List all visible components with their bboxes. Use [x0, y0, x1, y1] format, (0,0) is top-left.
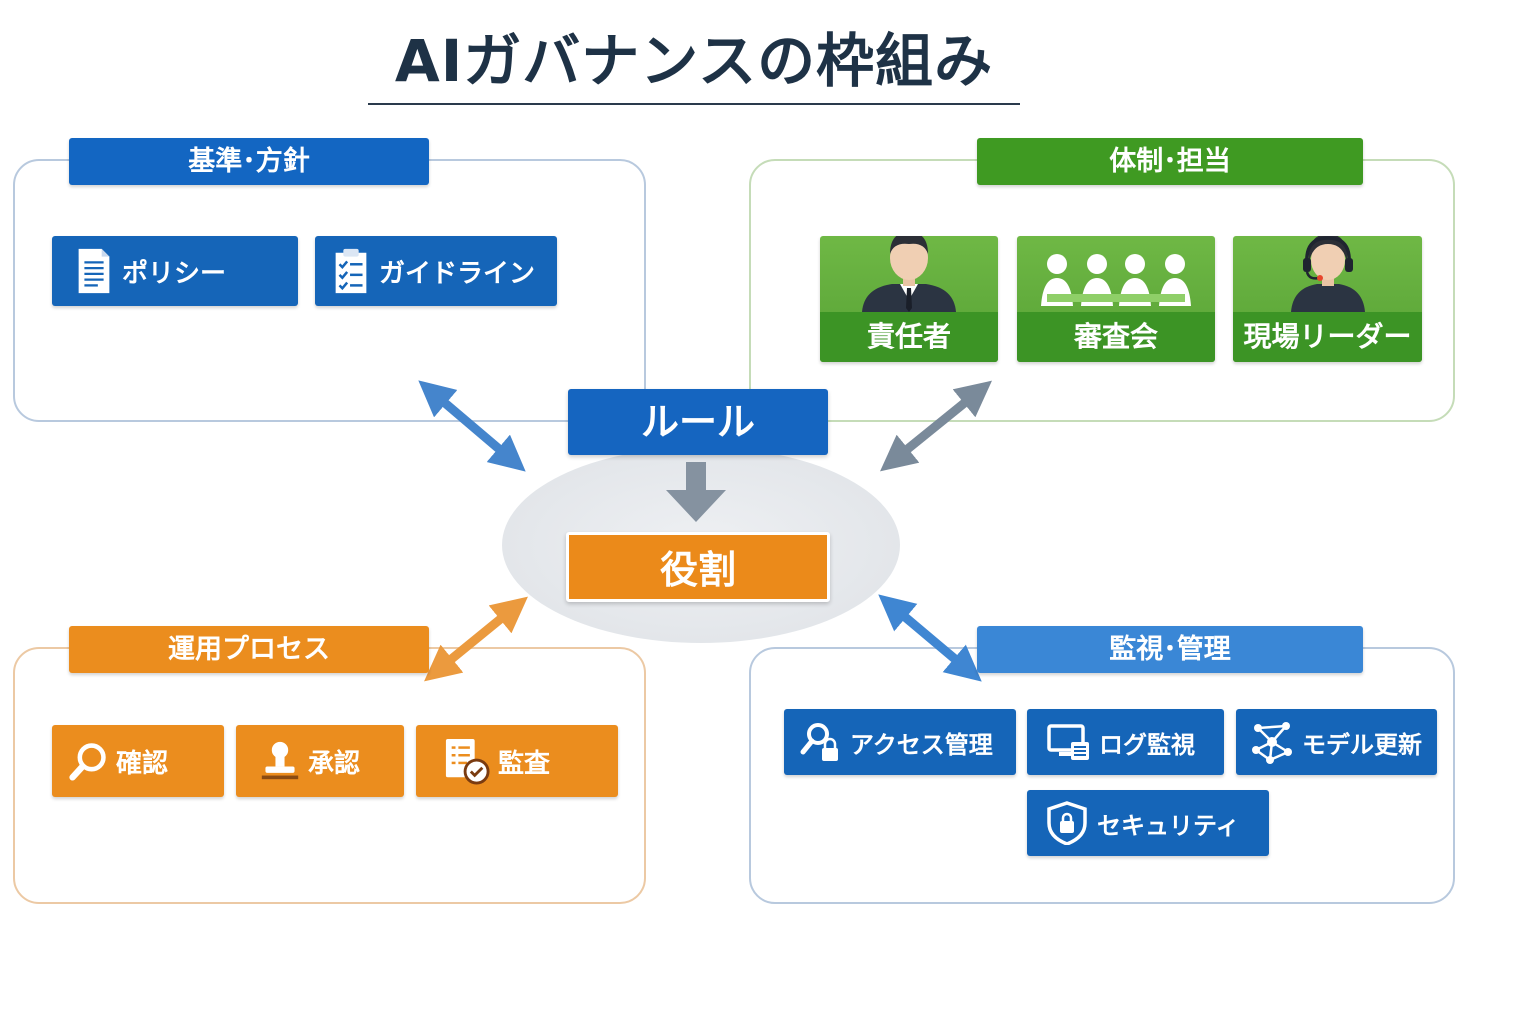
access-management-label: アクセス管理	[850, 730, 993, 759]
log-monitoring-label: ログ監視	[1099, 730, 1195, 759]
committee-label: 審査会	[1017, 312, 1215, 362]
guideline-label: ガイドライン	[379, 258, 536, 289]
manager-person-icon	[862, 236, 956, 312]
rule-box: ルール	[568, 389, 828, 455]
guideline-button[interactable]: ガイドライン	[315, 236, 557, 306]
audit-checklist-icon	[445, 738, 490, 785]
approve-label: 承認	[308, 748, 361, 779]
owner-card[interactable]: 責任者	[820, 236, 998, 362]
key-lock-icon	[800, 723, 838, 761]
approve-button[interactable]: 承認	[236, 725, 404, 797]
arrow-monitor-center	[878, 594, 982, 682]
policy-heading: 基準･方針	[69, 138, 429, 185]
field-leader-label: 現場リーダー	[1233, 312, 1422, 362]
role-box: 役割	[566, 532, 830, 602]
checklist-icon	[335, 248, 367, 294]
model-update-label: モデル更新	[1302, 730, 1422, 759]
page-title: AIガバナンスの枠組み	[394, 27, 994, 95]
arrow-policy-center	[418, 380, 526, 472]
log-monitoring-button[interactable]: ログ監視	[1027, 709, 1224, 775]
access-management-button[interactable]: アクセス管理	[784, 709, 1016, 775]
policy-label: ポリシー	[122, 258, 227, 289]
owner-label: 責任者	[820, 312, 998, 362]
field-leader-card[interactable]: 現場リーダー	[1233, 236, 1422, 362]
shield-lock-icon	[1047, 801, 1087, 845]
model-update-button[interactable]: モデル更新	[1236, 709, 1437, 775]
monitor-log-icon	[1047, 724, 1089, 760]
policy-button[interactable]: ポリシー	[52, 236, 298, 306]
audit-label: 監査	[498, 748, 551, 779]
monitoring-heading: 監視･管理	[977, 626, 1363, 673]
security-button[interactable]: セキュリティ	[1027, 790, 1269, 856]
arrow-org-center	[880, 380, 992, 472]
check-label: 確認	[116, 748, 169, 779]
check-button[interactable]: 確認	[52, 725, 224, 797]
committee-group-icon	[1041, 254, 1191, 306]
audit-button[interactable]: 監査	[416, 725, 618, 797]
security-label: セキュリティ	[1097, 811, 1240, 840]
operations-heading: 運用プロセス	[69, 626, 429, 673]
monitoring-panel	[749, 647, 1455, 904]
arrow-ops-center	[424, 596, 528, 682]
network-icon	[1252, 722, 1292, 764]
committee-card[interactable]: 審査会	[1017, 236, 1215, 362]
magnifier-icon	[69, 743, 106, 781]
document-icon	[78, 248, 110, 294]
organization-heading: 体制･担当	[977, 138, 1363, 185]
stamp-icon	[261, 741, 299, 780]
arrow-rule-to-role	[666, 462, 726, 522]
title-underline	[368, 103, 1020, 105]
headset-person-icon	[1291, 236, 1365, 312]
